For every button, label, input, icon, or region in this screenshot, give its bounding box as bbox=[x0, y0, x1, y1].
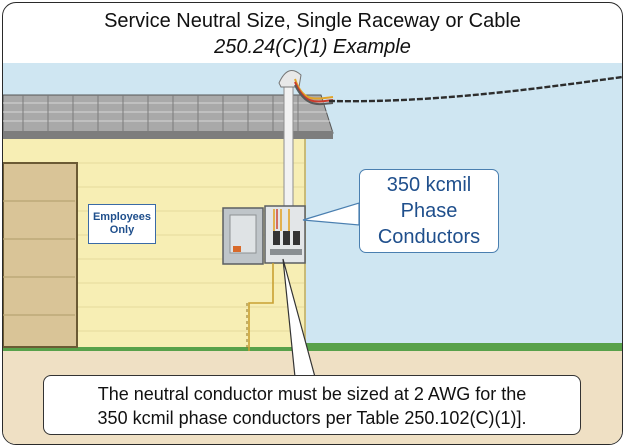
sign-line-2: Only bbox=[109, 224, 135, 236]
diagram-subtitle: 250.24(C)(1) Example bbox=[214, 36, 411, 58]
note-line-1: The neutral conductor must be sized at 2… bbox=[97, 384, 527, 404]
note-line-2: 350 kcmil phase conductors per Table 250… bbox=[97, 408, 527, 428]
employees-only-sign: Employees Only bbox=[88, 204, 156, 244]
neutral-size-note: The neutral conductor must be sized at 2… bbox=[43, 375, 581, 435]
grass-strip bbox=[3, 343, 622, 351]
roof bbox=[3, 94, 334, 139]
callout-line-3: Conductors bbox=[377, 226, 481, 248]
callout-line-2: Phase bbox=[400, 200, 458, 222]
callout-line-1: 350 kcmil bbox=[386, 174, 472, 196]
diagram-title: Service Neutral Size, Single Raceway or … bbox=[104, 10, 521, 32]
grounding-conductor bbox=[248, 263, 274, 351]
service-drop bbox=[328, 75, 622, 103]
sign-line-1: Employees bbox=[92, 211, 152, 223]
door bbox=[3, 162, 78, 348]
phase-conductors-callout: 350 kcmil Phase Conductors bbox=[359, 169, 499, 253]
service-mast bbox=[283, 80, 294, 214]
